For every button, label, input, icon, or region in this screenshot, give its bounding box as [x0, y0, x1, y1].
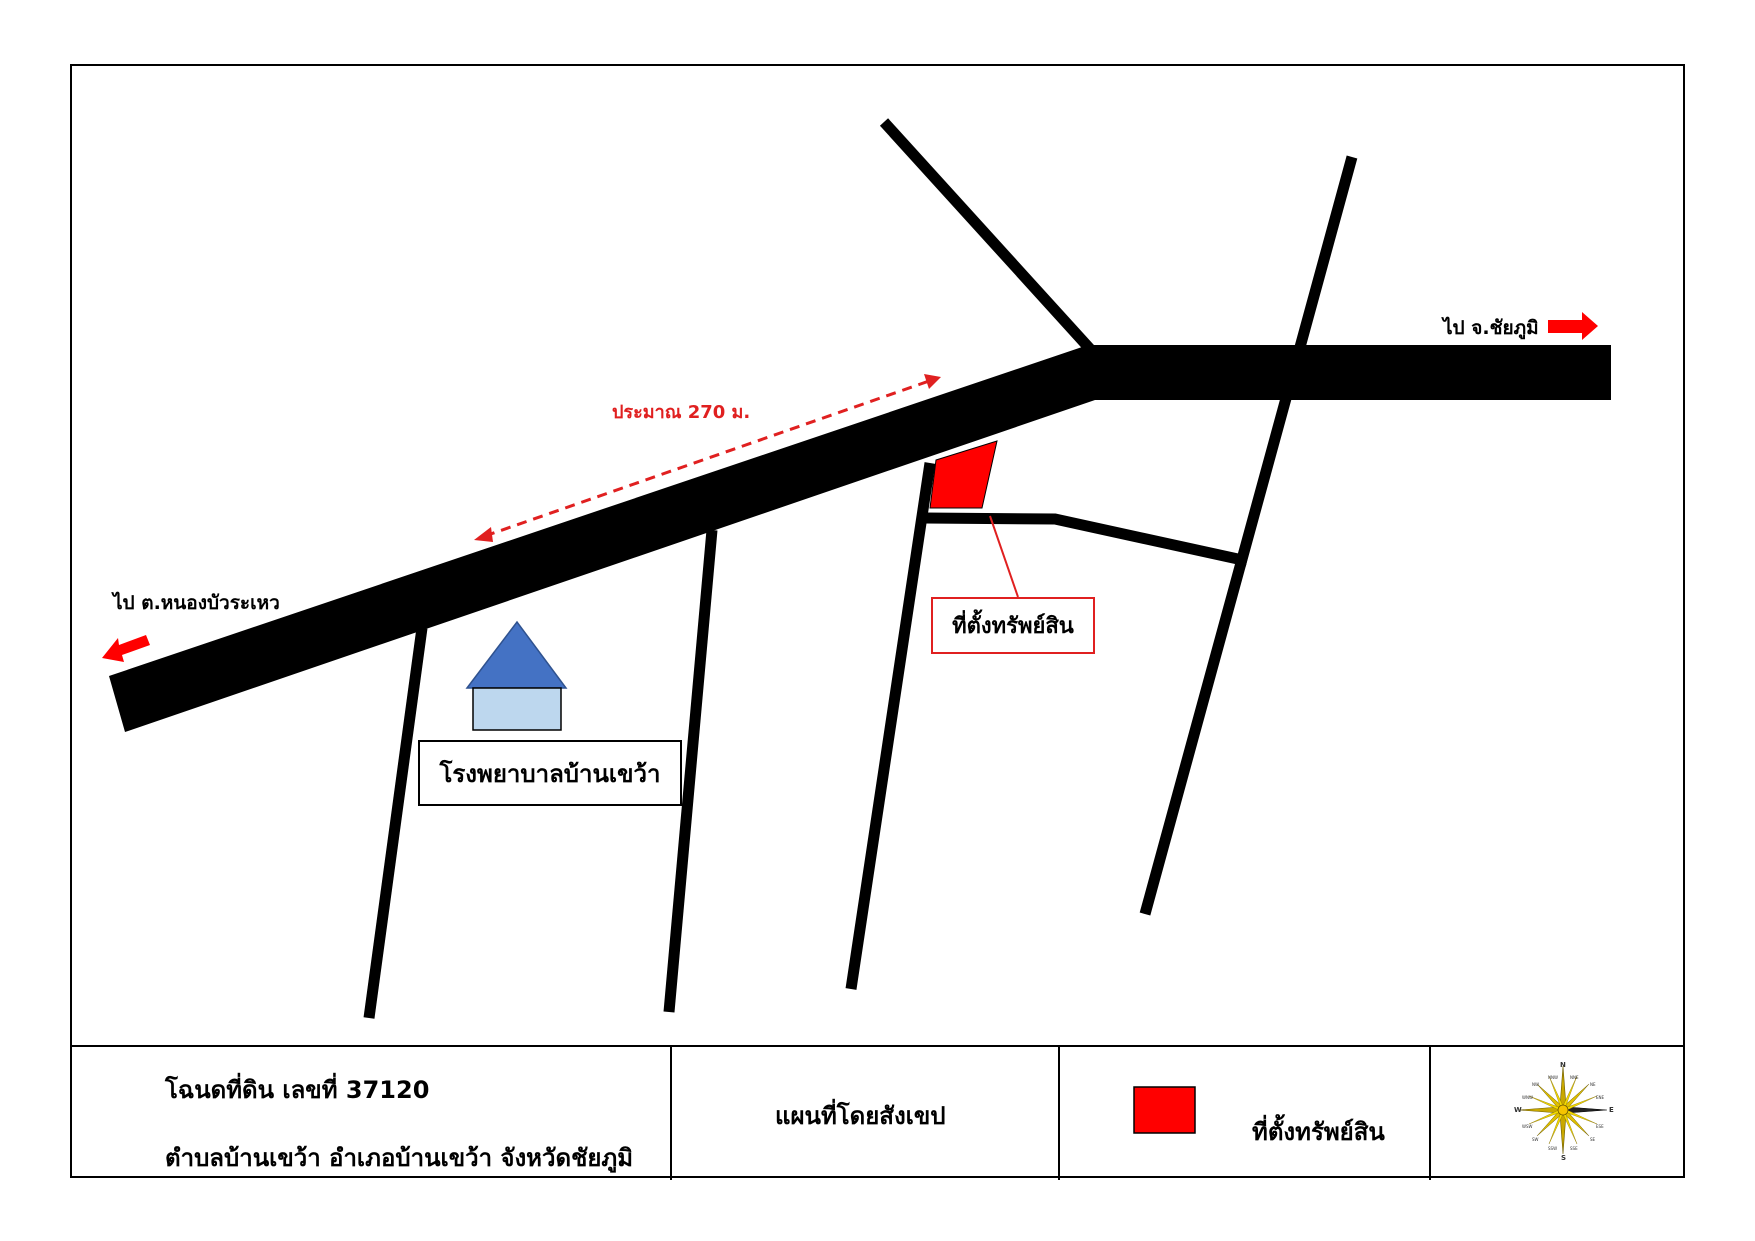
compass-ne: NE [1590, 1082, 1596, 1087]
road-connector [923, 512, 1249, 567]
legend-property-label: ที่ตั้งทรัพย์สิน [1252, 1118, 1385, 1146]
deed-number: โฉนดที่ดิน เลขที่ 37120 [165, 1076, 430, 1104]
main-road [109, 345, 1611, 732]
compass-ese: ESE [1596, 1124, 1604, 1129]
compass-nw: NW [1532, 1082, 1539, 1087]
compass-ene: ENE [1596, 1095, 1605, 1100]
road-south-2 [663, 529, 718, 1013]
compass-wsw: WSW [1522, 1124, 1533, 1129]
compass-s: S [1561, 1154, 1567, 1162]
road-northeast [1139, 155, 1358, 916]
house-icon [465, 620, 568, 731]
compass-rose-icon [1518, 1065, 1608, 1155]
label-to-east: ไป จ.ชัยภูมิ [1443, 317, 1539, 339]
hospital-callout: โรงพยาบาลบ้านเขว้า [418, 740, 682, 806]
property-parcel-icon [929, 440, 998, 509]
property-callout-text: ที่ตั้งทรัพย์สิน [952, 614, 1074, 639]
arrow-left-icon [102, 635, 150, 662]
deed-location: ตำบลบ้านเขว้า อำเภอบ้านเขว้า จังหวัดชัยภ… [165, 1144, 634, 1172]
label-to-west: ไป ต.หนองบัวระเหว [113, 592, 280, 614]
compass-ssw: SSW [1548, 1146, 1558, 1151]
distance-arrowhead-west [474, 527, 493, 542]
compass-w: W [1514, 1106, 1522, 1114]
compass-wnw: WNW [1522, 1095, 1533, 1100]
distance-arrowhead-east [924, 374, 941, 389]
road-south-1 [363, 627, 428, 1019]
road-south-3 [845, 462, 936, 990]
compass-nne: NNE [1570, 1075, 1579, 1080]
property-pointer [989, 515, 1019, 598]
label-distance: ประมาณ 270 ม. [612, 402, 751, 423]
hospital-callout-text: โรงพยาบาลบ้านเขว้า [439, 759, 661, 788]
arrow-right-icon [1548, 312, 1598, 340]
map-frame [70, 64, 1685, 1178]
map-title: แผนที่โดยสังเขป [775, 1102, 946, 1130]
compass-n: N [1560, 1061, 1566, 1069]
compass-sw: SW [1532, 1137, 1539, 1142]
legend-property-swatch [1133, 1086, 1196, 1134]
compass-e: E [1609, 1106, 1614, 1114]
compass-sse: SSE [1570, 1146, 1578, 1151]
compass-nnw: NNW [1548, 1075, 1558, 1080]
road-northwest-branch [879, 118, 1096, 354]
distance-line [484, 378, 933, 538]
compass-se: SE [1590, 1137, 1596, 1142]
property-callout: ที่ตั้งทรัพย์สิน [931, 597, 1095, 654]
